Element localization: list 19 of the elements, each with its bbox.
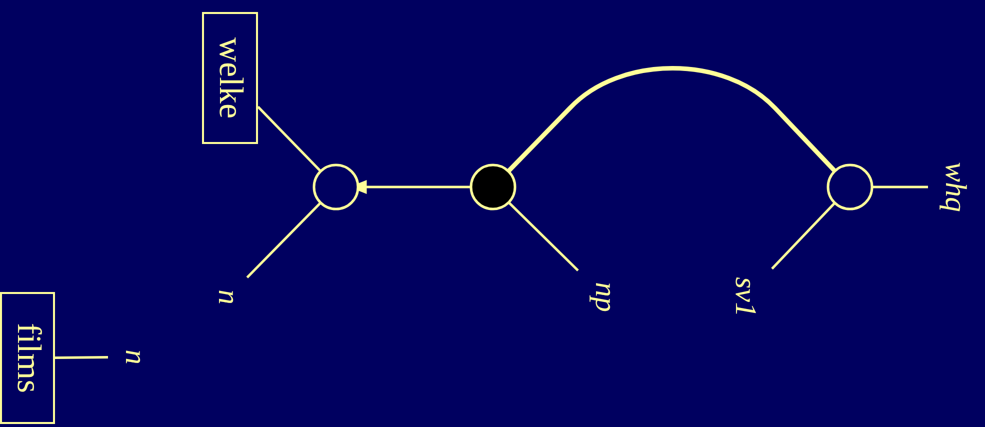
category-label: n: [213, 290, 243, 304]
connector-line: [54, 356, 108, 359]
filled-node-circle: [470, 164, 516, 210]
word-box: [0, 292, 55, 424]
open-node-circle: [826, 164, 874, 210]
word-box: [202, 12, 258, 144]
category-label: whq: [940, 162, 970, 212]
open-node-circle: [312, 164, 360, 210]
connector-line: [508, 202, 579, 272]
category-label: sv1: [730, 277, 760, 317]
connector-line: [257, 106, 322, 172]
category-label: np: [590, 282, 620, 312]
connector-line: [506, 66, 836, 173]
connector-line: [872, 186, 928, 188]
word-label: welke: [213, 37, 247, 119]
word-label: films: [10, 323, 44, 393]
connector-line: [246, 202, 322, 278]
category-label: n: [120, 350, 150, 364]
connector-line: [771, 202, 836, 270]
